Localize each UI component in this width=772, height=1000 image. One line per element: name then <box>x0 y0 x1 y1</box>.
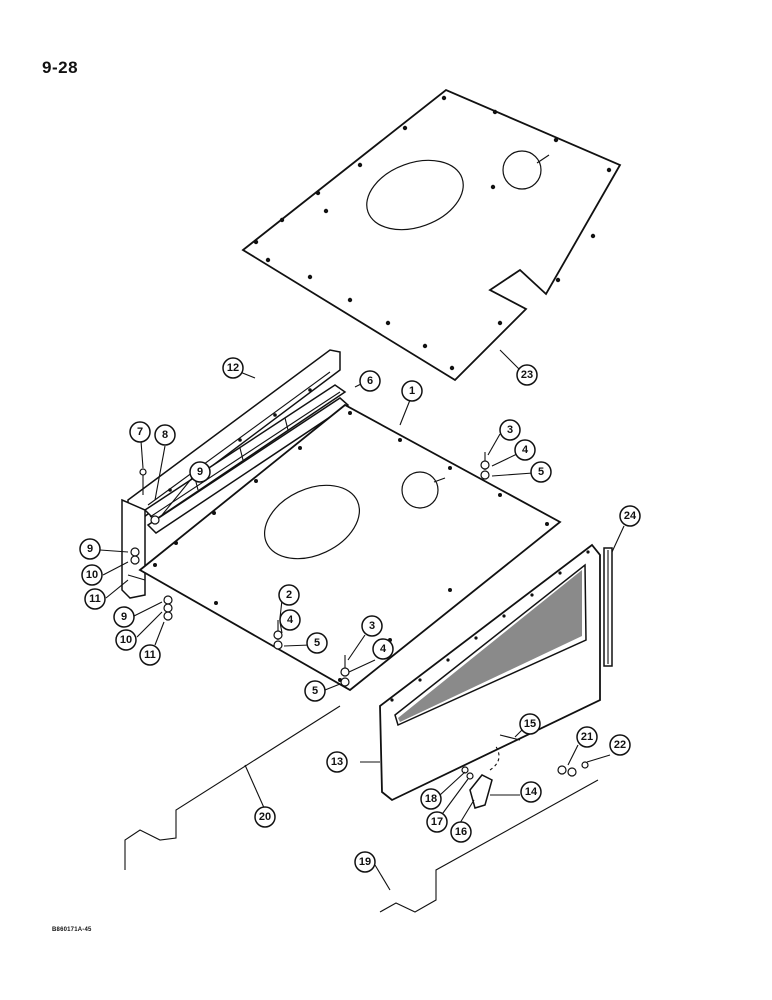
svg-text:5: 5 <box>312 685 318 697</box>
callout-17: 17 <box>426 811 448 833</box>
svg-text:16: 16 <box>455 826 467 838</box>
callout-24: 24 <box>619 505 641 527</box>
callout-5-center: 5 <box>306 632 328 654</box>
callout-5-right: 5 <box>530 461 552 483</box>
seal-strip <box>603 547 613 667</box>
callout-6: 6 <box>359 370 381 392</box>
callout-10-left: 10 <box>81 564 103 586</box>
svg-text:2: 2 <box>286 589 292 601</box>
svg-text:20: 20 <box>259 811 271 823</box>
svg-text:10: 10 <box>86 569 98 581</box>
svg-text:11: 11 <box>144 649 156 661</box>
callout-3-right: 3 <box>499 419 521 441</box>
svg-text:15: 15 <box>524 718 536 730</box>
svg-text:21: 21 <box>581 731 593 743</box>
callout-21: 21 <box>576 726 598 748</box>
support-rod-right <box>379 779 599 913</box>
svg-text:22: 22 <box>614 739 626 751</box>
svg-text:1: 1 <box>409 385 415 397</box>
svg-text:3: 3 <box>507 424 513 436</box>
callout-9-left: 9 <box>79 538 101 560</box>
callout-22: 22 <box>609 734 631 756</box>
svg-text:9: 9 <box>197 466 203 478</box>
callout-7: 7 <box>129 421 151 443</box>
svg-text:9: 9 <box>87 543 93 555</box>
callout-8: 8 <box>154 424 176 446</box>
svg-text:4: 4 <box>287 614 294 626</box>
callout-13: 13 <box>326 751 348 773</box>
svg-text:14: 14 <box>525 786 538 798</box>
support-rod-left <box>124 705 341 870</box>
callout-9-upper: 9 <box>189 461 211 483</box>
side-panel <box>379 543 601 802</box>
callout-9-lower: 9 <box>113 606 135 628</box>
callout-2: 2 <box>278 584 300 606</box>
svg-text:5: 5 <box>314 637 320 649</box>
svg-text:9: 9 <box>121 611 127 623</box>
callout-14: 14 <box>520 781 542 803</box>
svg-text:23: 23 <box>521 369 533 381</box>
callout-19: 19 <box>354 851 376 873</box>
callout-10-lower: 10 <box>115 629 137 651</box>
callout-4-center: 4 <box>279 609 301 631</box>
svg-text:18: 18 <box>425 793 437 805</box>
piano-hinge <box>143 384 350 534</box>
svg-text:10: 10 <box>120 634 132 646</box>
callout-11-lower: 11 <box>139 644 161 666</box>
svg-text:12: 12 <box>227 362 239 374</box>
main-floor-plate <box>138 403 562 692</box>
svg-text:13: 13 <box>331 756 343 768</box>
svg-text:3: 3 <box>369 620 375 632</box>
svg-text:24: 24 <box>624 510 637 522</box>
callout-11-left: 11 <box>84 588 106 610</box>
svg-text:5: 5 <box>538 466 544 478</box>
svg-text:17: 17 <box>431 816 443 828</box>
latch-bracket <box>469 744 500 809</box>
page-number: 9-28 <box>42 58 79 77</box>
callout-5-lower: 5 <box>304 680 326 702</box>
callout-20: 20 <box>254 806 276 828</box>
reference-code: B860171A-45 <box>52 927 92 933</box>
callout-4-right: 4 <box>514 439 536 461</box>
callout-23: 23 <box>516 364 538 386</box>
callout-15: 15 <box>519 713 541 735</box>
svg-text:19: 19 <box>359 856 371 868</box>
svg-text:11: 11 <box>89 593 101 605</box>
callout-18: 18 <box>420 788 442 810</box>
svg-text:8: 8 <box>162 429 168 441</box>
callout-1: 1 <box>401 380 423 402</box>
svg-text:6: 6 <box>367 375 373 387</box>
svg-text:4: 4 <box>522 444 529 456</box>
callout-4-lower: 4 <box>372 638 394 660</box>
callout-12: 12 <box>222 357 244 379</box>
svg-text:4: 4 <box>380 643 387 655</box>
svg-text:7: 7 <box>137 426 143 438</box>
callout-3-lower: 3 <box>361 615 383 637</box>
top-cover-plate <box>241 88 622 382</box>
callout-16: 16 <box>450 821 472 843</box>
